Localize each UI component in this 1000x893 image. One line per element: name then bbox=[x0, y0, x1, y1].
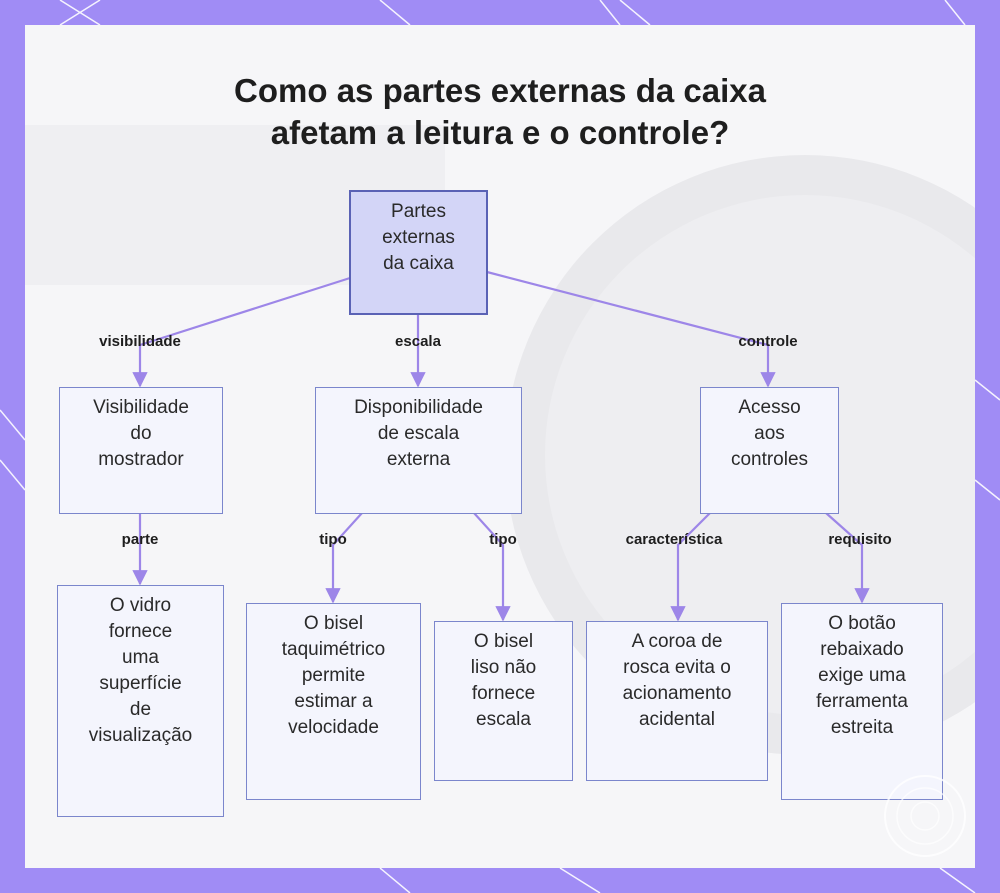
node-visibilidade-mostrador: Visibilidade do mostrador bbox=[59, 387, 223, 514]
edge-requisito bbox=[825, 512, 870, 604]
node-bisel-taquimetrico: O bisel taquimétrico permite estimar a v… bbox=[246, 603, 421, 800]
edge-label-tipo-2: tipo bbox=[489, 531, 517, 548]
edge-label-parte: parte bbox=[121, 531, 159, 548]
node-bisel-liso-label: O bisel liso não fornece escala bbox=[470, 631, 537, 730]
node-acesso-label: Acesso aos controles bbox=[730, 397, 809, 470]
node-visibilidade-label: Visibilidade do mostrador bbox=[93, 397, 189, 470]
node-bisel-liso: O bisel liso não fornece escala bbox=[434, 621, 573, 781]
node-vidro: O vidro fornece uma superfície de visual… bbox=[57, 585, 224, 817]
edge-root-visibilidade bbox=[132, 276, 351, 388]
node-botao-rebaixado: O botão rebaixado exige uma ferramenta e… bbox=[781, 603, 943, 800]
node-disponibilidade-escala: Disponibilidade de escala externa bbox=[315, 387, 522, 514]
diagram-title: Como as partes externas da caixa afetam … bbox=[0, 70, 1000, 154]
title-line-1: Como as partes externas da caixa bbox=[234, 72, 766, 109]
edge-label-tipo-1: tipo bbox=[319, 531, 347, 548]
edge-label-controle: controle bbox=[738, 333, 798, 350]
edge-label-escala: escala bbox=[395, 333, 441, 350]
node-bisel-taquimetrico-label: O bisel taquimétrico permite estimar a v… bbox=[281, 613, 386, 738]
node-vidro-label: O vidro fornece uma superfície de visual… bbox=[88, 595, 193, 746]
node-partes-externas-label: Partes externas da caixa bbox=[382, 201, 455, 274]
edge-tipo-1 bbox=[325, 512, 363, 604]
node-acesso-controles: Acesso aos controles bbox=[700, 387, 839, 514]
edge-label-caracteristica: característica bbox=[625, 531, 723, 548]
edge-tipo-2 bbox=[473, 512, 511, 622]
node-partes-externas: Partes externas da caixa bbox=[349, 190, 488, 315]
edge-caracteristica bbox=[670, 512, 711, 622]
node-escala-label: Disponibilidade de escala externa bbox=[354, 397, 483, 470]
node-coroa-label: A coroa de rosca evita o acionamento aci… bbox=[622, 631, 732, 730]
watermark-seal-icon bbox=[884, 775, 966, 857]
edge-root-acesso bbox=[486, 270, 776, 388]
node-botao-label: O botão rebaixado exige uma ferramenta e… bbox=[816, 613, 908, 738]
edge-label-visibilidade: visibilidade bbox=[99, 333, 181, 350]
node-coroa-rosca: A coroa de rosca evita o acionamento aci… bbox=[586, 621, 768, 781]
edge-label-requisito: requisito bbox=[828, 531, 892, 548]
title-line-2: afetam a leitura e o controle? bbox=[270, 114, 730, 151]
